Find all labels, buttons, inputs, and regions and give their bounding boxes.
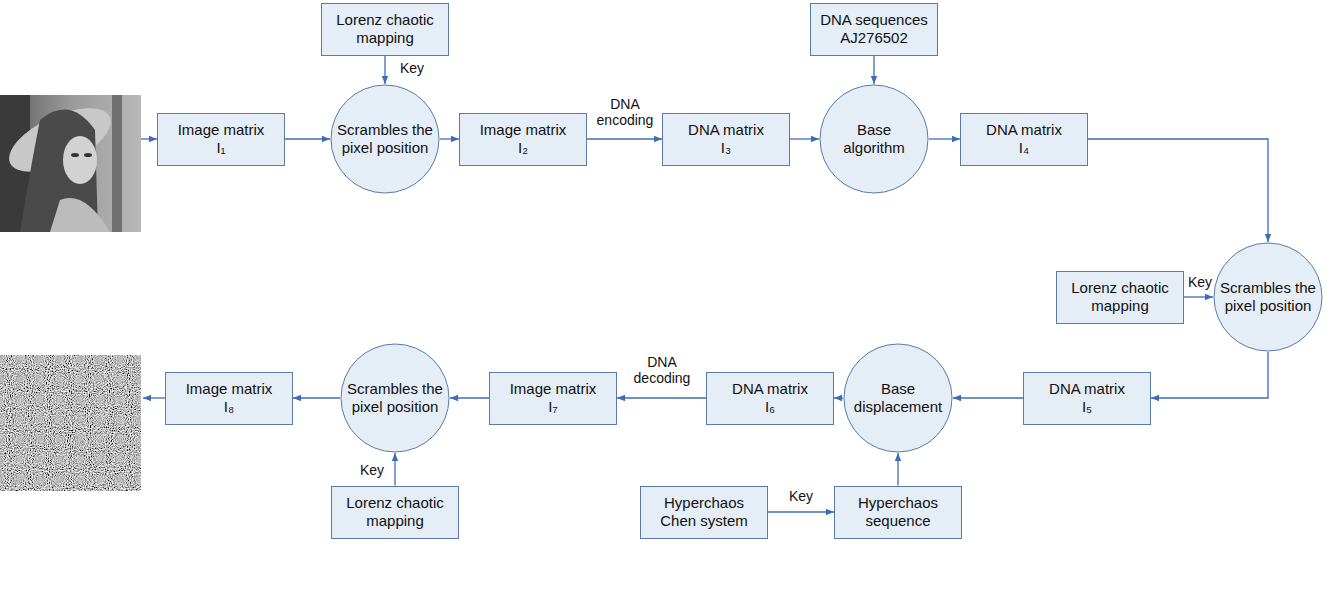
flow-arrow <box>440 138 459 139</box>
node-text: Scrambles the pixel position <box>345 380 445 416</box>
node-text: Hyperchaos sequence <box>839 494 957 530</box>
node-text: Base displacement <box>848 380 948 416</box>
matrix-box: DNA matrix I₅ <box>1023 372 1151 425</box>
process-circle: Scrambles the pixel position <box>1213 242 1323 352</box>
flow-arrow <box>384 56 385 85</box>
process-circle: Base algorithm <box>819 84 929 194</box>
edge-label: Key <box>1186 274 1214 290</box>
flow-arrow <box>873 56 874 85</box>
key-source-box: Lorenz chaotic mapping <box>1056 271 1184 324</box>
node-text: Base algorithm <box>824 121 924 157</box>
node-text: Image matrix I₈ <box>185 380 273 416</box>
matrix-box: DNA matrix I₃ <box>662 113 790 166</box>
node-text: Image matrix I₂ <box>479 121 567 157</box>
flow-arrow <box>768 511 834 512</box>
process-circle: Scrambles the pixel position <box>340 343 450 453</box>
input-arrow <box>141 138 157 139</box>
flow-arrow <box>1088 139 1268 242</box>
matrix-box: Image matrix I₇ <box>489 372 617 425</box>
matrix-box: Image matrix I₈ <box>165 372 293 425</box>
cipher-image <box>0 355 141 491</box>
flow-arrow <box>617 397 706 398</box>
matrix-box: DNA matrix I₄ <box>960 113 1088 166</box>
node-text: DNA matrix I₅ <box>1043 380 1131 416</box>
edge-label: Key <box>358 462 386 478</box>
process-circle: Base displacement <box>843 343 953 453</box>
matrix-box: Image matrix I₁ <box>157 113 285 166</box>
flow-arrow <box>1184 296 1213 297</box>
key-source-box: Lorenz chaotic mapping <box>331 486 459 539</box>
key-source-box: DNA sequences AJ276502 <box>810 3 938 56</box>
node-text: Lorenz chaotic mapping <box>326 11 444 47</box>
flow-arrow <box>293 397 340 398</box>
flow-arrow <box>394 453 395 486</box>
node-text: Lorenz chaotic mapping <box>1061 279 1179 315</box>
node-text: DNA sequences AJ276502 <box>815 11 933 47</box>
edge-label: DNA encoding <box>590 96 660 128</box>
node-text: Scrambles the pixel position <box>335 121 435 157</box>
flow-arrow <box>1151 352 1268 398</box>
flow-arrow <box>929 138 960 139</box>
flow-arrow <box>285 138 330 139</box>
node-text: DNA matrix I₆ <box>726 380 814 416</box>
node-text: Lorenz chaotic mapping <box>336 494 454 530</box>
node-text: DNA matrix I₃ <box>682 121 770 157</box>
edge-label: Key <box>787 488 815 504</box>
process-circle: Scrambles the pixel position <box>330 84 440 194</box>
key-source-box: Hyperchaos sequence <box>834 486 962 539</box>
flow-arrow <box>834 397 843 398</box>
edge-label: Key <box>398 60 426 76</box>
matrix-box: DNA matrix I₆ <box>706 372 834 425</box>
flow-arrow <box>953 397 1023 398</box>
key-source-box: Lorenz chaotic mapping <box>321 3 449 56</box>
flow-arrow <box>450 397 489 398</box>
flow-arrow <box>790 138 819 139</box>
node-text: Hyperchaos Chen system <box>645 494 763 530</box>
node-text: DNA matrix I₄ <box>980 121 1068 157</box>
output-arrow <box>143 397 165 398</box>
node-text: Image matrix I₁ <box>177 121 265 157</box>
node-text: Image matrix I₇ <box>509 380 597 416</box>
node-text: Scrambles the pixel position <box>1218 279 1318 315</box>
flow-arrow <box>587 138 662 139</box>
key-source-box: Hyperchaos Chen system <box>640 486 768 539</box>
edge-label: DNA decoding <box>627 354 697 386</box>
input-photo <box>0 95 141 232</box>
flow-arrow <box>897 453 898 486</box>
matrix-box: Image matrix I₂ <box>459 113 587 166</box>
